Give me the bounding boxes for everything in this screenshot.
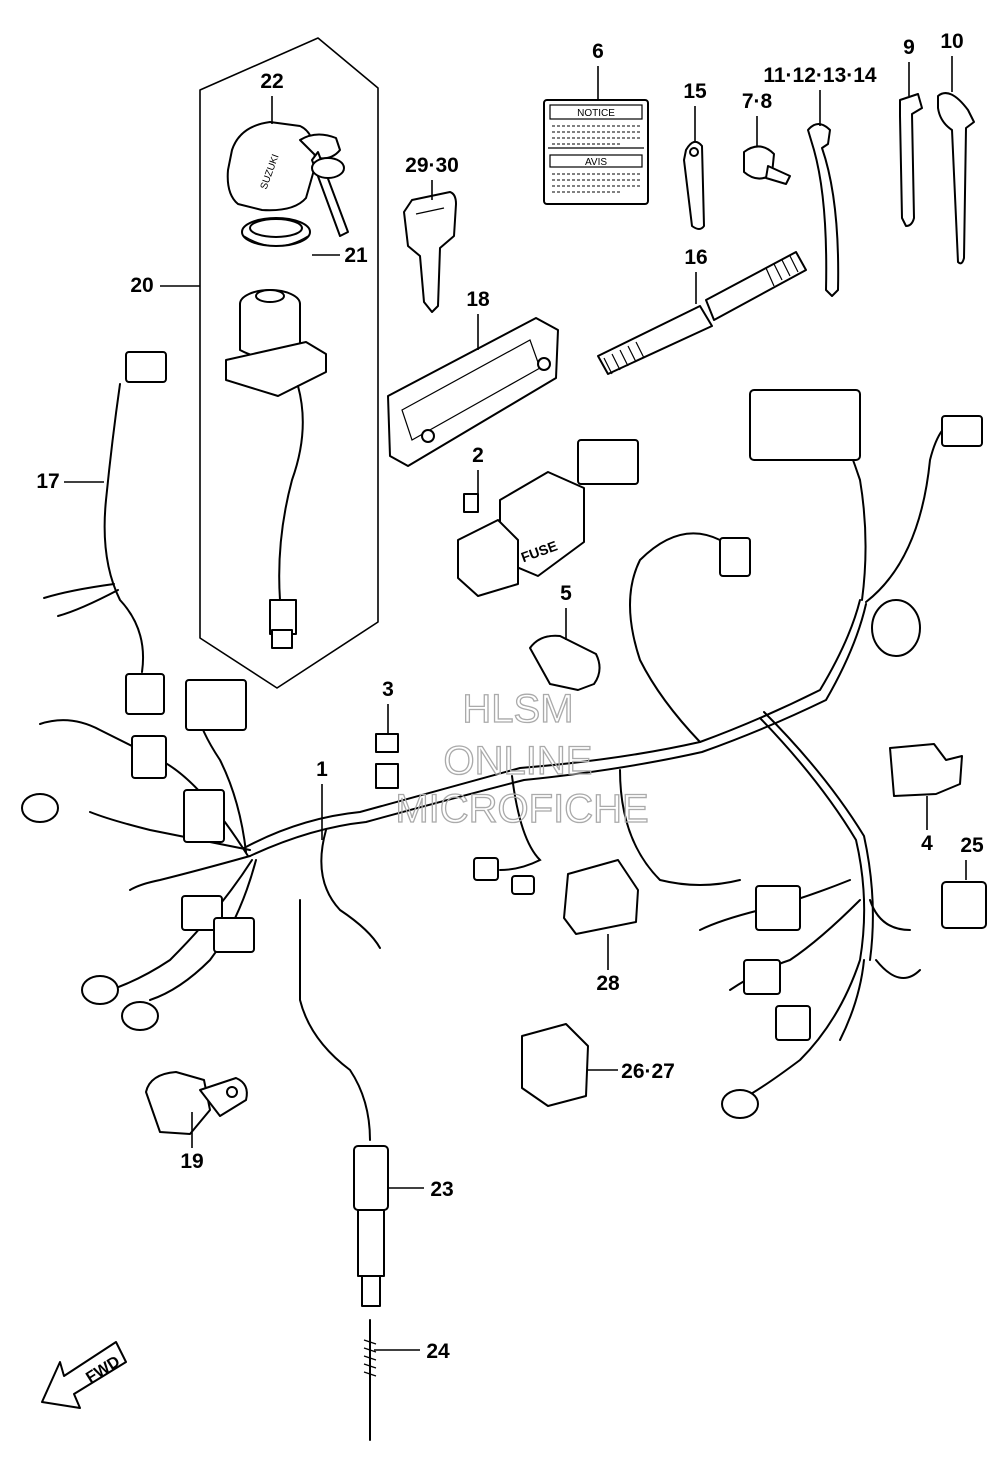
oxygen-sensor-part [353,1145,389,1307]
callout-18: 18 [466,288,490,311]
spare-key-part [403,191,457,313]
notice-label-part: NOTICE AVIS [543,99,649,205]
harness-connectors [21,389,983,1119]
bracket-part [387,317,559,467]
callout-11-14: 11·12·13·14 [763,64,877,87]
boot-part [529,634,601,691]
relay-part [941,881,987,929]
notice-title: NOTICE [577,108,615,119]
callout-19: 19 [180,1150,203,1173]
watermark-line2: ONLINE [444,739,593,783]
callout-29-30: 29·30 [405,154,459,177]
callout-10: 10 [940,30,963,53]
callout-2: 2 [472,444,484,467]
callout-1: 1 [316,758,328,781]
coupler-part [521,1023,589,1107]
watermark: HLSM ONLINE MICROFICHE [395,686,650,831]
watermark-line1: HLSM [462,687,573,731]
mini-fuse-part [375,733,399,789]
callout-16: 16 [684,246,707,269]
callout-9: 9 [903,36,915,59]
callout-26-27: 26·27 [621,1060,675,1083]
callout-23: 23 [430,1178,453,1201]
callout-22: 22 [260,70,283,93]
cable-ties-part [807,92,975,297]
sensor-part [145,1071,248,1135]
avis-title: AVIS [585,157,607,168]
callout-28: 28 [596,972,620,995]
callout-25: 25 [960,834,984,857]
cover-part [889,743,963,797]
callout-7-8: 7·8 [742,90,773,113]
corrugated-tube-part [597,251,807,375]
callout-21: 21 [344,244,368,267]
pin-part [363,1319,377,1441]
clamp-part [743,145,791,185]
watermark-line3: MICROFICHE [395,787,648,831]
callout-17: 17 [36,470,59,493]
plate-part [563,859,639,935]
forward-arrow-icon: FWD [41,1341,127,1409]
callout-15: 15 [683,80,707,103]
callout-5: 5 [560,582,572,605]
ignition-switch-group: SUZUKI [199,37,379,689]
callout-20: 20 [130,274,153,297]
callout-6: 6 [592,40,604,63]
fuse-box-part: FUSE [457,471,585,597]
sub-harness-part [43,351,167,715]
clip-part [683,140,705,230]
callout-3: 3 [382,678,394,701]
callout-24: 24 [426,1340,450,1363]
callout-4: 4 [921,832,933,855]
callout-labels: 1 2 3 4 5 6 7·8 9 10 11·12·13·14 15 16 1… [36,30,984,1363]
